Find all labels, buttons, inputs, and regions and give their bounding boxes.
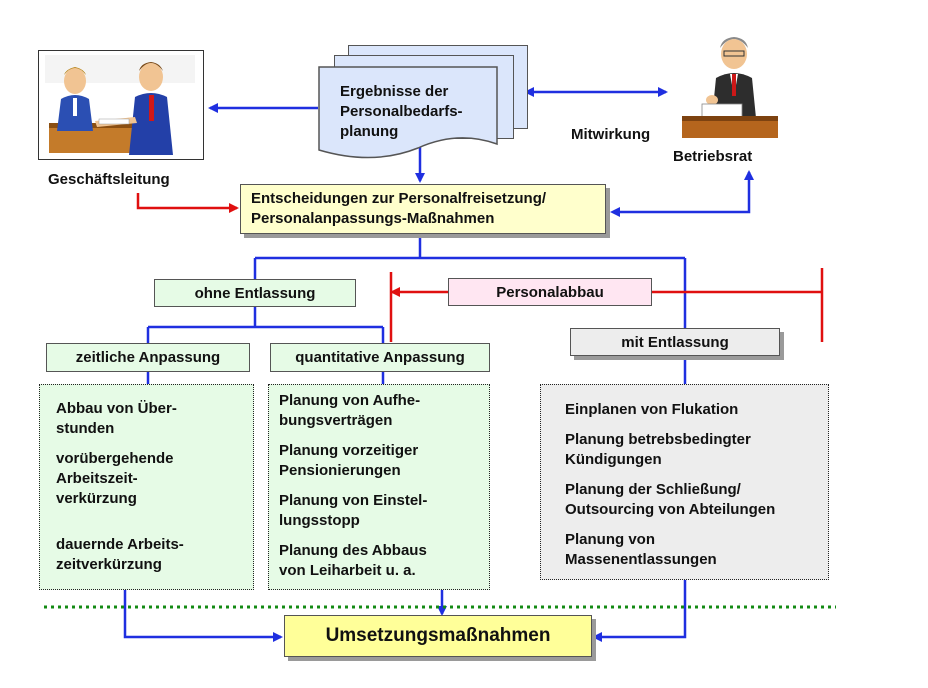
list-item: dauernde Arbeits- zeitverkürzung <box>56 536 184 573</box>
meeting-people-icon <box>45 55 195 155</box>
branch-staff-reduction: Personalabbau <box>448 278 652 306</box>
sub-branch-quantitative: quantitative Anpassung <box>270 343 490 372</box>
arrow-dismissal-to-implementation <box>592 580 687 642</box>
list-item: Einplanen von Flukation <box>565 401 739 418</box>
list-item: vorübergehende Arbeitszeit- verkürzung <box>56 450 174 507</box>
branch-without-dismissal: ohne Entlassung <box>154 279 356 307</box>
list-item: Planung vorzeitiger Pensionierungen <box>279 442 419 479</box>
council-picture <box>672 30 787 145</box>
arrow-temporal-to-implementation <box>123 588 283 642</box>
cooperation-label: Mitwirkung <box>571 126 651 143</box>
list-item: Planung des Abbaus von Leiharbeit u. a. <box>279 542 427 579</box>
arrow-management-to-decision <box>136 193 239 213</box>
list-item: Abbau von Über- stunden <box>56 400 177 437</box>
branch-with-dismissal: mit Entlassung <box>570 328 780 356</box>
list-item: Planung von Einstel- lungsstopp <box>279 492 428 529</box>
decision-box: Entscheidungen zur Personalfreisetzung/ … <box>240 184 606 234</box>
dismissal-measures-box: Einplanen von Flukation Planung betrebsb… <box>540 384 829 580</box>
results-document: Ergebnisse der Personalbedarfs- planung <box>318 66 498 162</box>
sub-branch-temporal: zeitliche Anpassung <box>46 343 250 372</box>
arrow-decision-council <box>610 170 754 217</box>
list-item: Planung von Aufhe- bungsverträgen <box>279 392 421 429</box>
council-member-icon <box>682 37 778 138</box>
results-text: Ergebnisse der Personalbedarfs- planung <box>340 83 463 140</box>
management-caption: Geschäftsleitung <box>48 171 170 188</box>
list-item: Planung betrebsbedingter Kündigungen <box>565 431 751 468</box>
management-picture <box>38 50 204 160</box>
implementation-box: Umsetzungsmaßnahmen <box>284 615 592 657</box>
quantitative-measures-box: Planung von Aufhe- bungsverträgen Planun… <box>268 384 490 590</box>
list-item: Planung von Massenentlassungen <box>565 531 717 568</box>
list-item: Planung der Schließung/ Outsourcing von … <box>565 481 776 518</box>
council-caption: Betriebsrat <box>673 148 753 165</box>
temporal-measures-box: Abbau von Über- stunden vorübergehende A… <box>39 384 254 590</box>
